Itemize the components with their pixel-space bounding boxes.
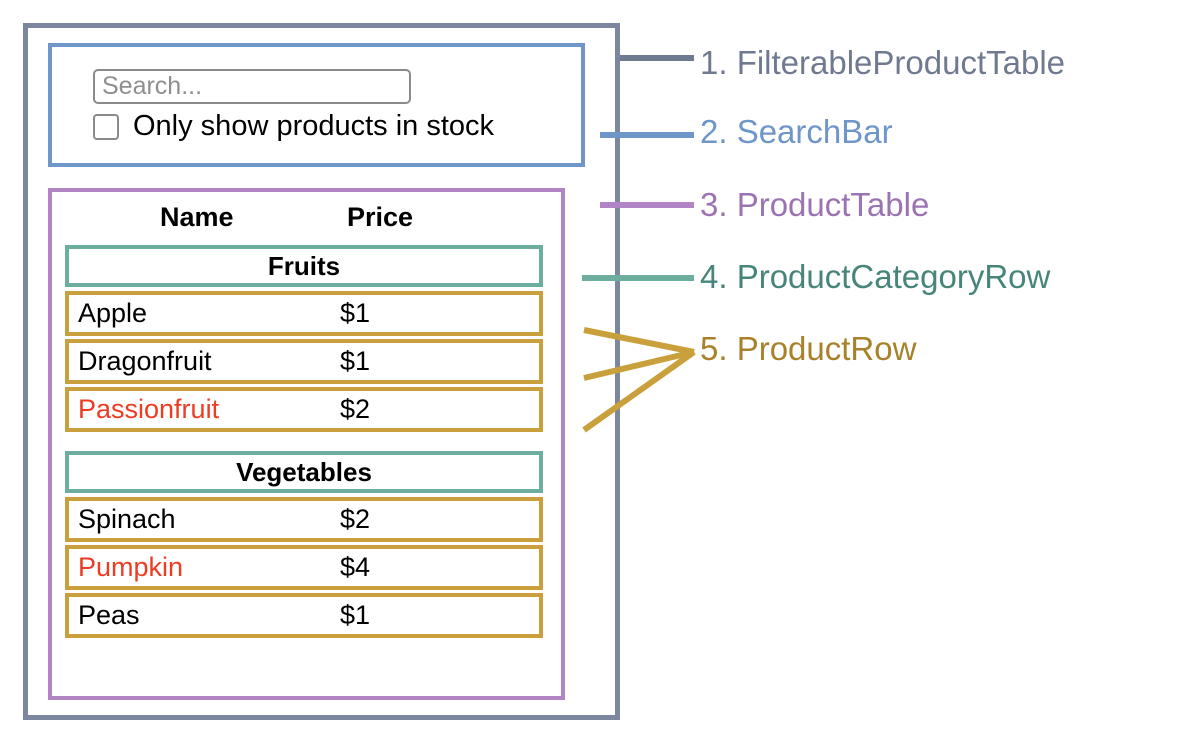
product-row[interactable]: Pumpkin $4	[65, 545, 543, 590]
product-name: Passionfruit	[78, 394, 220, 424]
product-name: Spinach	[78, 504, 176, 534]
product-category-label: Vegetables	[236, 457, 372, 487]
product-price: $1	[340, 298, 371, 328]
product-row[interactable]: Spinach $2	[65, 497, 543, 542]
legend-item-product-row: 5. ProductRow	[700, 330, 917, 367]
product-price: $1	[340, 346, 371, 376]
product-category-row: Vegetables	[65, 451, 543, 493]
product-row[interactable]: Peas $1	[65, 593, 543, 638]
product-table-frame: Name Price Fruits Apple $1 Dragonfruit $…	[48, 188, 565, 700]
only-in-stock-label: Only show products in stock	[133, 110, 495, 142]
product-price: $4	[340, 552, 371, 582]
product-row[interactable]: Dragonfruit $1	[65, 339, 543, 384]
stock-filter-row[interactable]: Only show products in stock	[93, 112, 494, 141]
product-name: Apple	[78, 298, 148, 328]
product-name: Pumpkin	[78, 552, 184, 582]
column-header-name: Name	[160, 202, 234, 232]
product-row[interactable]: Passionfruit $2	[65, 387, 543, 432]
product-table-header: Name Price	[52, 192, 561, 245]
only-in-stock-checkbox[interactable]	[93, 113, 119, 140]
product-name: Dragonfruit	[78, 346, 212, 376]
group-spacer	[65, 435, 543, 451]
filterable-product-table-frame: Only show products in stock Name Price F…	[23, 23, 620, 720]
product-rows-container: Fruits Apple $1 Dragonfruit $1 Passionfr…	[65, 245, 543, 641]
product-price: $1	[340, 600, 371, 630]
search-input[interactable]	[93, 69, 411, 104]
product-price: $2	[340, 394, 371, 424]
product-category-label: Fruits	[267, 251, 341, 281]
legend-item-search-bar: 2. SearchBar	[700, 113, 893, 150]
product-price: $2	[340, 504, 371, 534]
column-header-price: Price	[347, 202, 414, 232]
legend-item-product-table: 3. ProductTable	[700, 186, 930, 223]
product-name: Peas	[78, 600, 140, 630]
legend-item-filterable-product-table: 1. FilterableProductTable	[700, 44, 1066, 81]
legend-item-product-category-row: 4. ProductCategoryRow	[700, 258, 1051, 295]
product-row[interactable]: Apple $1	[65, 291, 543, 336]
search-bar-frame: Only show products in stock	[48, 43, 585, 167]
product-category-row: Fruits	[65, 245, 543, 287]
